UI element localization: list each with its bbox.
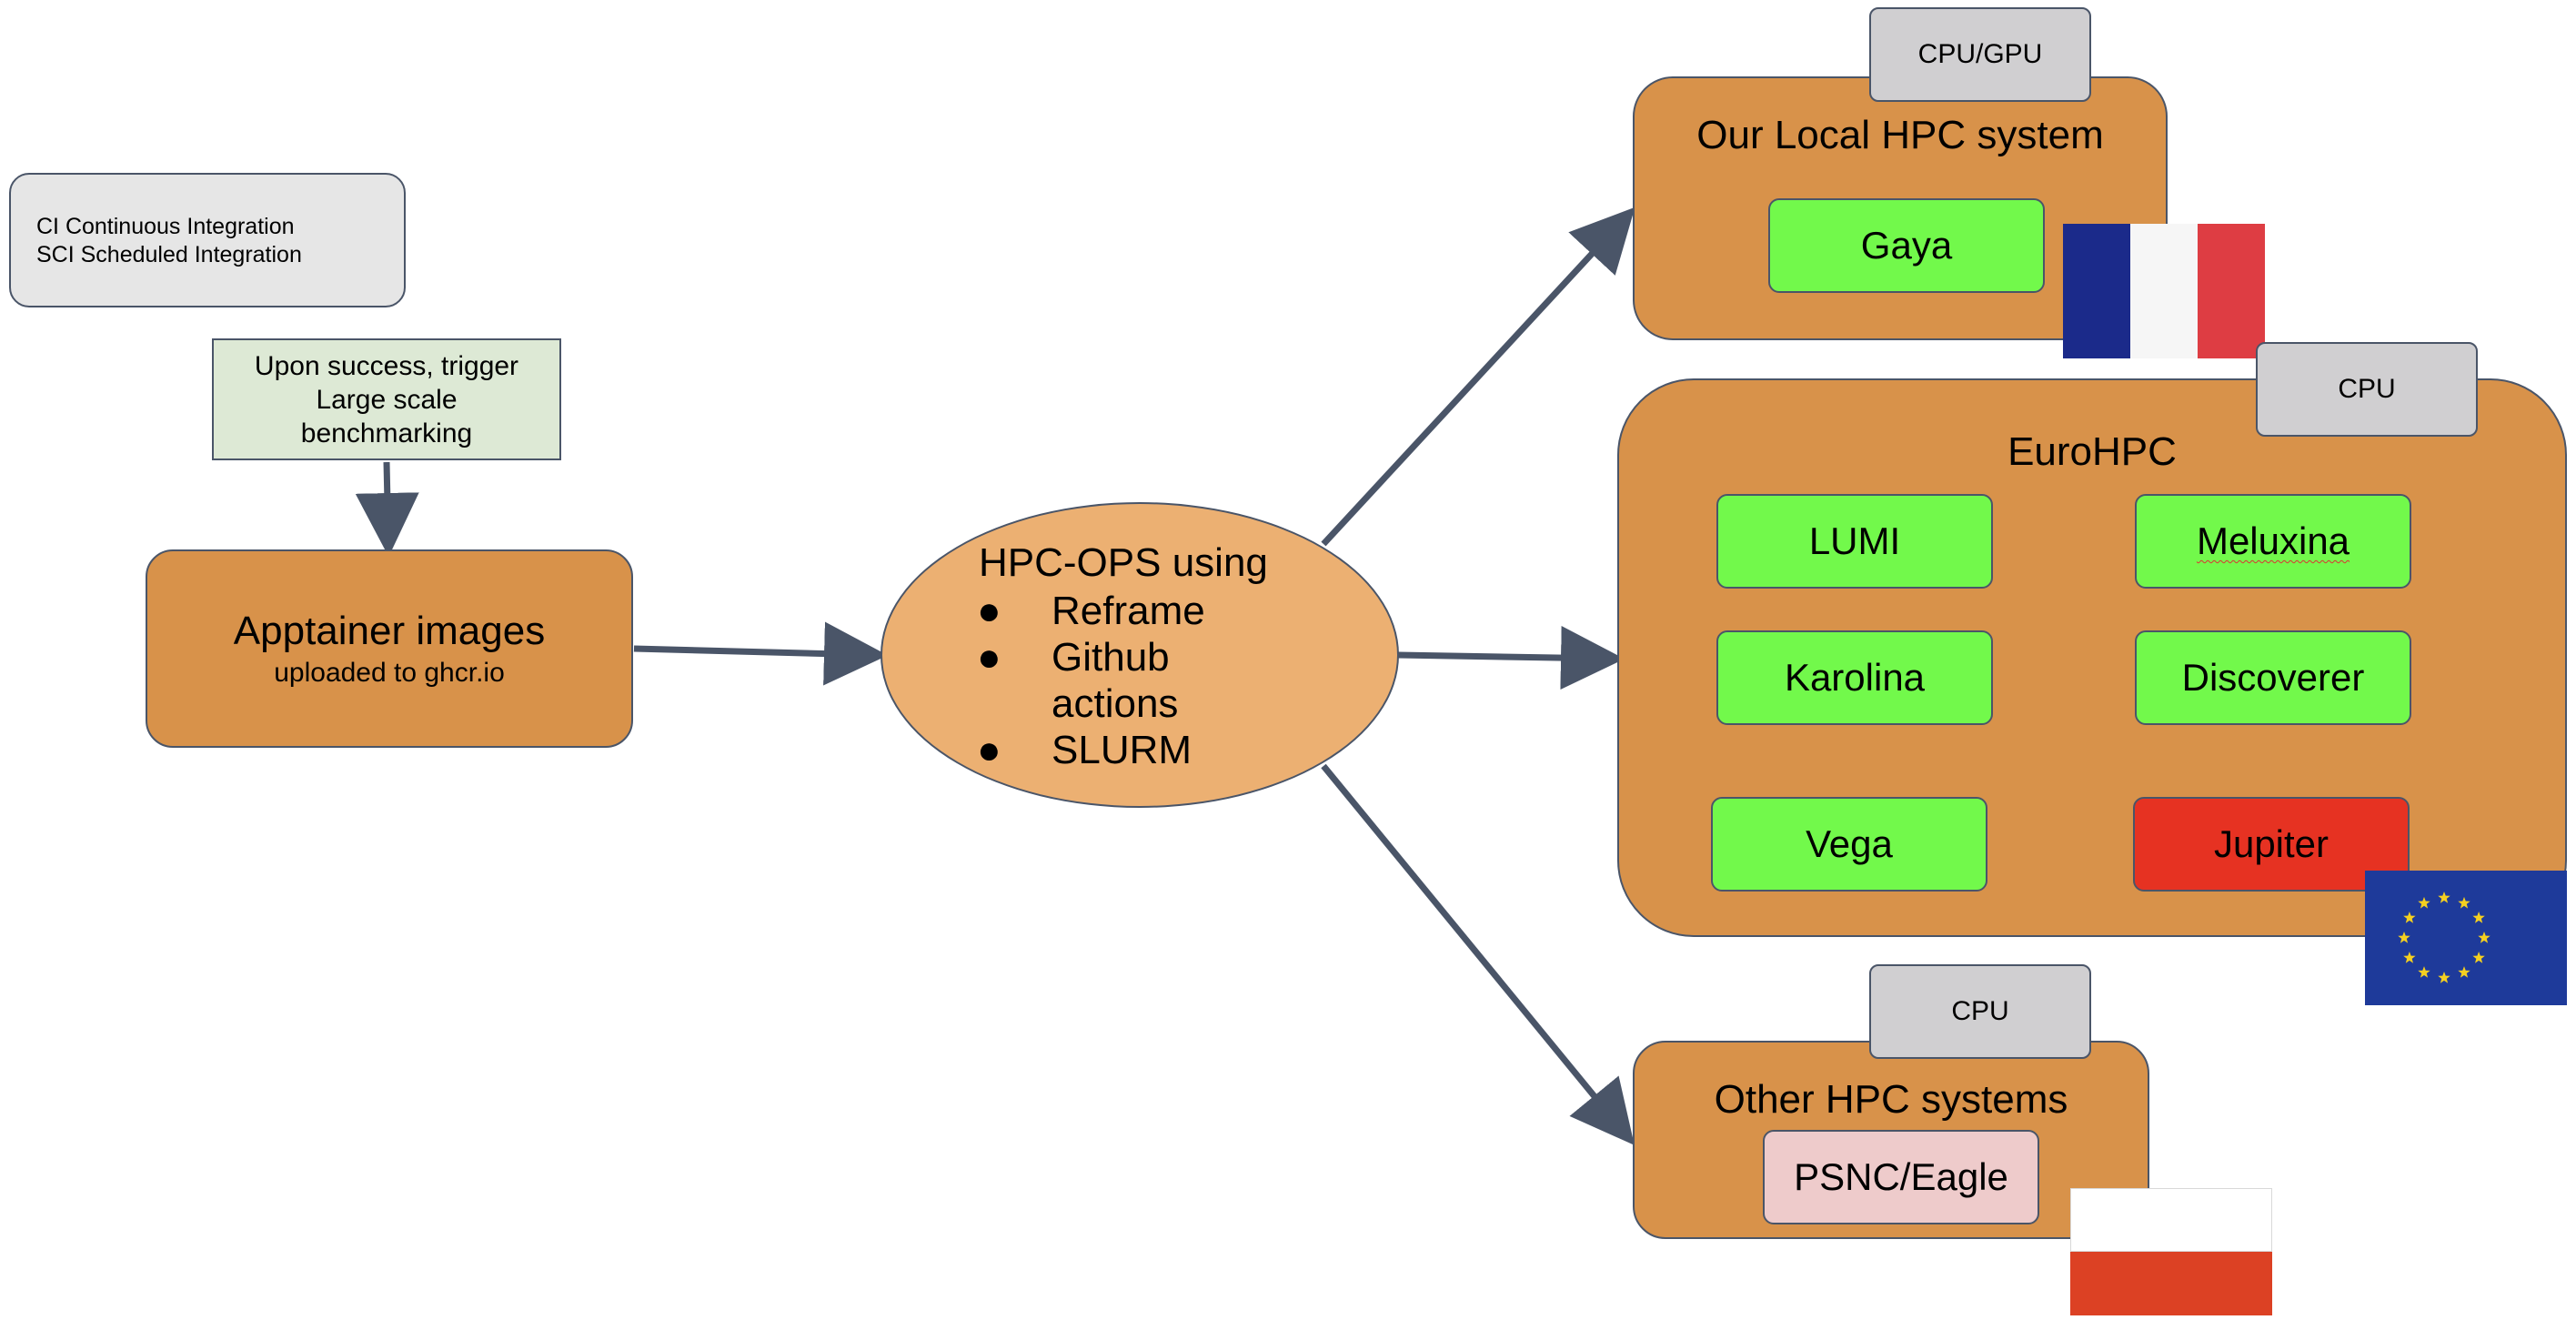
system-discoverer: Discoverer xyxy=(2135,630,2411,725)
arrow-hpcops-to-eurohpc xyxy=(1397,626,1625,690)
eu-flag xyxy=(2365,871,2567,1005)
hpc-ops-item-label: Github actions xyxy=(1052,635,1179,726)
system-jupiter: Jupiter xyxy=(2133,797,2410,892)
apptainer-title: Apptainer images xyxy=(233,609,546,653)
eu-star-icon xyxy=(2418,966,2430,978)
bullet-icon: ● xyxy=(977,635,1001,680)
hpc-ops-list: ● Reframe ● Github actions ● SLURM xyxy=(977,588,1206,773)
arrow-apptainer-to-hpcops xyxy=(633,621,888,686)
poland-flag xyxy=(2070,1188,2272,1315)
hpc-ops-item: ● Github actions xyxy=(977,634,1206,727)
system-lumi: LUMI xyxy=(1716,494,1993,589)
local-hpc-tag: CPU/GPU xyxy=(1869,7,2091,102)
eurohpc-tag: CPU xyxy=(2256,342,2478,437)
hpc-ops-item-label: SLURM xyxy=(1052,728,1192,772)
eu-star-icon xyxy=(2398,932,2410,943)
system-vega: Vega xyxy=(1711,797,1987,892)
eu-star-icon xyxy=(2472,952,2485,963)
bullet-icon: ● xyxy=(977,589,1001,633)
france-flag xyxy=(2063,224,2265,358)
arrow-hpcops-to-local xyxy=(1321,207,1635,547)
bullet-icon: ● xyxy=(977,728,1001,772)
legend-sci: SCI Scheduled Integration xyxy=(36,242,302,267)
hpc-ops-item-label: Reframe xyxy=(1052,589,1205,633)
eu-star-icon xyxy=(2472,912,2485,923)
system-meluxina: Meluxina xyxy=(2135,494,2411,589)
eu-star-icon xyxy=(2438,972,2450,983)
system-gaya: Gaya xyxy=(1768,198,2045,293)
system-psnc-eagle: PSNC/Eagle xyxy=(1763,1130,2039,1224)
eurohpc-title: EuroHPC xyxy=(2007,429,2177,474)
other-hpc-title: Other HPC systems xyxy=(1714,1077,2068,1122)
eu-star-icon xyxy=(2403,912,2416,923)
hpc-ops-item: ● SLURM xyxy=(977,727,1206,773)
eu-star-icon xyxy=(2478,932,2490,943)
trigger-line-2: Large scale xyxy=(316,384,458,415)
eu-star-icon xyxy=(2458,896,2470,909)
eu-star-icon xyxy=(2403,952,2416,963)
system-meluxina-label: Meluxina xyxy=(2196,519,2350,562)
legend-box: CI Continuous Integration SCI Scheduled … xyxy=(9,173,406,307)
eu-star-icon xyxy=(2458,966,2470,978)
other-hpc-tag: CPU xyxy=(1869,964,2091,1059)
eu-star-icon xyxy=(2418,896,2430,909)
trigger-line-3: benchmarking xyxy=(300,418,473,448)
trigger-line-1: Upon success, trigger xyxy=(254,350,519,381)
legend-ci: CI Continuous Integration xyxy=(36,214,295,239)
arrow-note-to-apptainer xyxy=(355,461,419,557)
arrow-hpcops-to-other xyxy=(1321,763,1635,1145)
system-karolina: Karolina xyxy=(1716,630,1993,725)
local-hpc-title: Our Local HPC system xyxy=(1696,113,2104,157)
trigger-note: Upon success, trigger Large scale benchm… xyxy=(212,338,561,460)
hpc-ops-item: ● Reframe xyxy=(977,588,1206,634)
apptainer-subtitle: uploaded to ghcr.io xyxy=(274,658,505,688)
eu-star-icon xyxy=(2438,892,2450,903)
apptainer-box: Apptainer images uploaded to ghcr.io xyxy=(146,549,633,748)
hpc-ops-title: HPC-OPS using xyxy=(979,540,1268,585)
hpc-ops-ellipse: HPC-OPS using ● Reframe ● Github actions… xyxy=(880,502,1399,808)
